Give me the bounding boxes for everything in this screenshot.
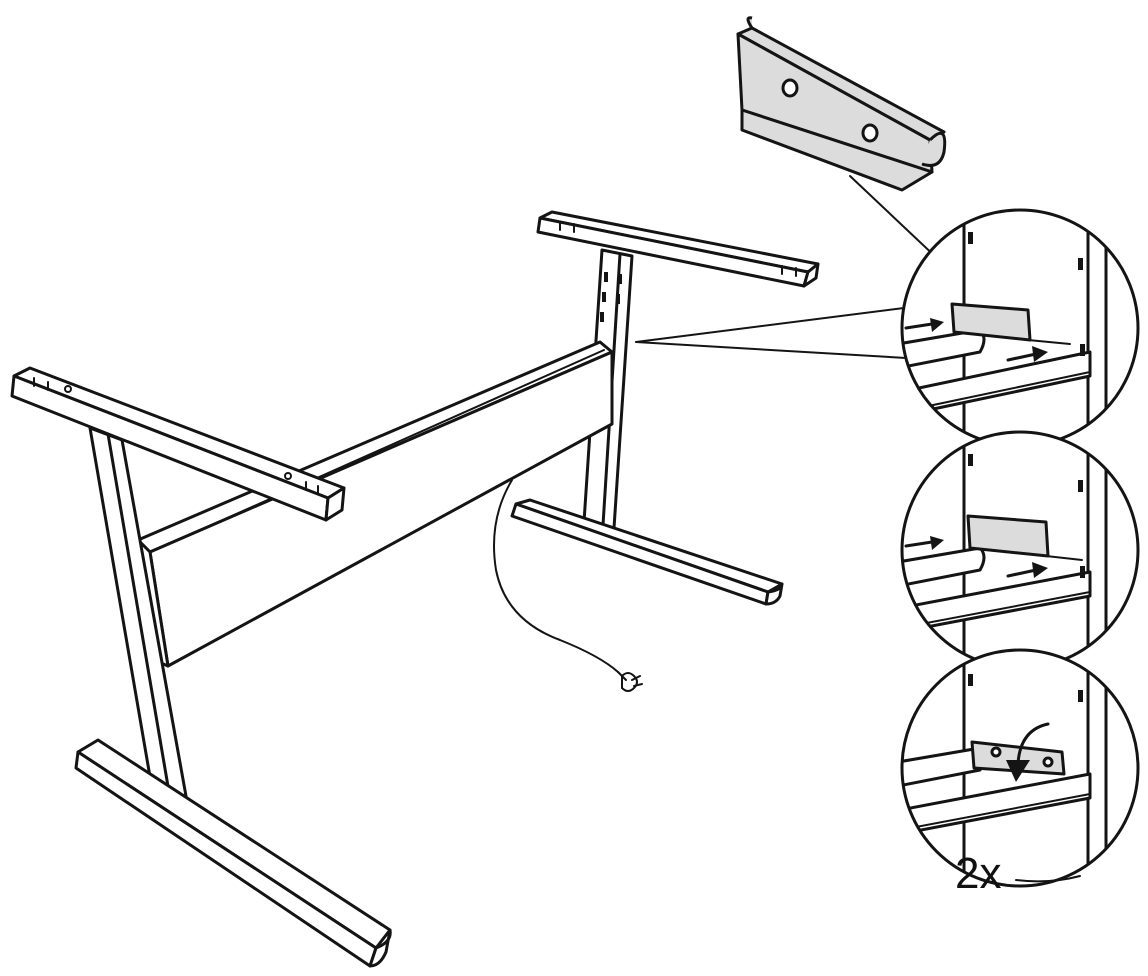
back-top-bar [536,210,820,288]
back-foot [510,498,784,606]
insert-arrow-icon [904,318,1048,362]
table-frame [10,210,820,968]
detail-step-3 [900,648,1140,888]
power-cord [493,479,619,673]
bracket-part [736,16,947,192]
detail-leaders [635,307,907,359]
long-beam [136,340,614,668]
detail-step-2 [900,430,1140,670]
quantity-label: 2x [955,849,1002,898]
power-plug-icon [617,671,643,692]
front-top-bar [10,366,346,522]
detail-step-1 [900,208,1140,448]
rotate-arrow-icon [1006,722,1050,782]
quantity-connector [1015,875,1081,883]
insert-arrow-icon [904,536,1048,578]
front-foot [74,738,392,968]
